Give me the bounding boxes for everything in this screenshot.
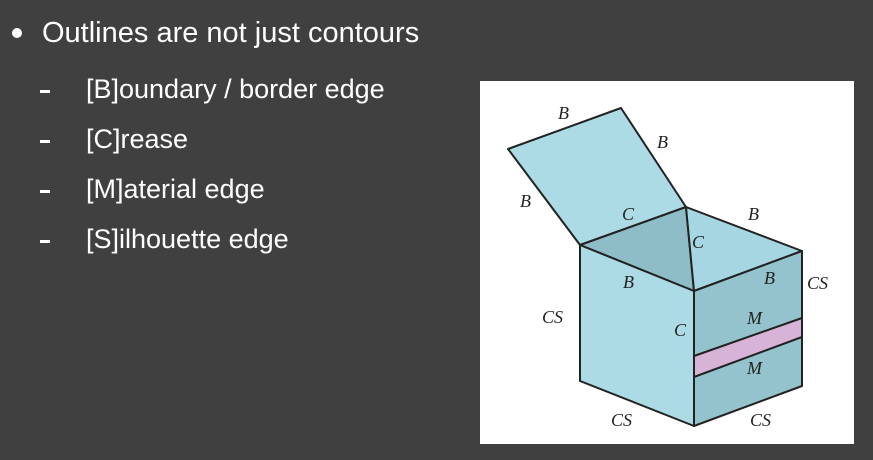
open-box-figure: B B B C B C B B CS CS C M M CS CS [480,81,854,444]
label-back-right-rim: B [748,204,759,224]
label-flap-right: B [657,132,668,152]
sub-bullet-text: [S]ilhouette edge [86,223,289,254]
label-inner-crease: C [692,232,705,252]
sub-bullet-text: [M]aterial edge [86,173,265,204]
material-stripe [693,317,803,378]
label-bottom-right: CS [750,410,771,430]
sub-bullet-silhouette: [S]ilhouette edge [40,214,385,264]
sub-bullet-text: [B]oundary / border edge [86,73,385,104]
dash-icon [40,239,50,243]
dash-icon [40,139,50,143]
label-right-silhouette: CS [807,273,828,293]
label-front-corner: C [674,320,687,340]
main-bullet: Outlines are not just contours [10,14,419,52]
label-material-bottom: M [746,358,763,378]
label-flap-top: B [558,103,569,123]
dash-icon [40,189,50,193]
label-front-rim: B [623,272,634,292]
label-bottom-left: CS [611,410,632,430]
sub-bullet-material: [M]aterial edge [40,164,385,214]
sub-bullet-boundary: [B]oundary / border edge [40,64,385,114]
sub-bullet-text: [C]rease [86,123,189,154]
sub-bullet-crease: [C]rease [40,114,385,164]
label-right-rim: B [764,268,775,288]
bullet-dot-icon [12,28,22,38]
label-material-top: M [746,308,763,328]
dash-icon [40,89,50,93]
label-left-silhouette: CS [542,307,563,327]
label-flap-left: B [520,191,531,211]
sub-bullet-list: [B]oundary / border edge [C]rease [M]ate… [40,64,385,264]
open-box-diagram: B B B C B C B B CS CS C M M CS CS [507,103,828,430]
label-flap-crease: C [622,204,635,224]
main-bullet-text: Outlines are not just contours [42,17,420,49]
